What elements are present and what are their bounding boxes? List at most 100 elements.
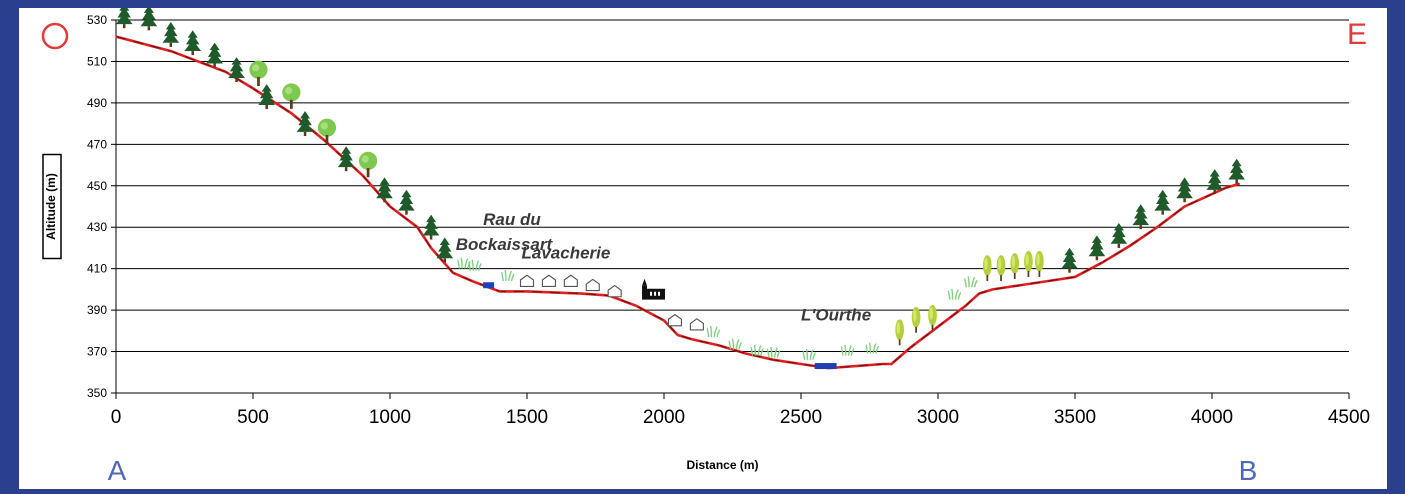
profile-point [1019, 284, 1021, 286]
profile-point [362, 174, 364, 177]
y-tick-label: 430 [87, 220, 107, 234]
y-axis-title: Altitude (m) [44, 173, 58, 240]
profile-point [1238, 183, 1240, 185]
conifer-icon [1088, 235, 1106, 261]
profile-point [855, 365, 857, 367]
house-icon [667, 314, 683, 327]
conifer-icon [258, 84, 276, 110]
house-icon [689, 318, 704, 331]
profile-point [526, 290, 528, 293]
profile-point [1184, 205, 1186, 208]
x-tick-label: 0 [111, 407, 122, 428]
deciduous-tree-icon [317, 118, 337, 145]
grass-icon [802, 348, 816, 360]
house-icon [563, 274, 578, 287]
conifer-icon [1132, 204, 1150, 230]
house-icon [607, 285, 622, 298]
x-tick-label: 3500 [1054, 407, 1096, 428]
profile-point [499, 290, 501, 293]
y-tick-label: 490 [87, 96, 107, 110]
profile-point [452, 272, 454, 274]
poplar-icon [996, 255, 1006, 282]
profile-point [800, 363, 802, 365]
conifer-icon [206, 42, 223, 68]
grid-layer [116, 19, 1349, 394]
conifer-icon [1228, 158, 1245, 184]
corner-label-top-left [41, 22, 69, 50]
y-tick-label: 410 [87, 262, 107, 276]
profile-point [745, 353, 747, 355]
conifer-icon [1176, 177, 1193, 203]
profile-point [890, 363, 893, 365]
marker-layer [115, 8, 1245, 370]
conifer-icon [140, 8, 158, 31]
conifer-icon [1110, 222, 1128, 248]
annotation-label: Bockaissart [456, 235, 554, 254]
conifer-icon [184, 30, 202, 56]
poplar-icon [1024, 250, 1033, 277]
profile-point [471, 280, 473, 282]
profile-point [290, 112, 292, 114]
profile-point [416, 226, 418, 228]
conifer-icon [228, 57, 245, 83]
annotation-label: Rau du [483, 210, 541, 229]
grass-icon [706, 326, 720, 338]
poplar-icon [1035, 250, 1044, 277]
y-tick-label: 530 [87, 13, 107, 27]
profile-point [992, 288, 994, 290]
river-marker [483, 282, 495, 289]
poplar-icon [982, 255, 992, 282]
profile-point [636, 305, 638, 307]
x-tick-label: 3000 [917, 407, 959, 428]
conifer-icon [337, 146, 355, 172]
y-tick-label: 350 [87, 386, 107, 400]
poplar-icon [1010, 253, 1020, 280]
deciduous-tree-icon [282, 83, 301, 109]
profile-point [964, 305, 967, 307]
y-tick-label: 510 [87, 54, 107, 68]
profile-point [252, 87, 254, 89]
grass-icon [501, 270, 515, 282]
poplar-icon [911, 306, 921, 333]
profile-point [882, 363, 884, 365]
poplar-icon [895, 319, 904, 346]
profile-layer [115, 35, 1240, 370]
x-tick-label: 500 [237, 407, 269, 428]
x-tick-label: 1500 [506, 407, 548, 428]
x-axis-title: Distance (m) [686, 458, 758, 472]
profile-point [1129, 245, 1131, 247]
grass-icon [841, 344, 855, 356]
profile-point [170, 50, 172, 52]
profile-point [978, 292, 980, 295]
conifer-icon [115, 8, 133, 29]
deciduous-tree-icon [249, 60, 268, 87]
profile-point [1074, 276, 1076, 278]
conifer-icon [162, 21, 180, 47]
grass-icon [964, 276, 978, 288]
grass-icon [947, 288, 961, 300]
corner-label-bottom-right: B [1239, 455, 1258, 486]
grass-icon [728, 338, 742, 350]
y-tick-label: 450 [87, 179, 107, 193]
y-tick-label: 390 [87, 303, 107, 317]
y-tick-label: 370 [87, 345, 107, 359]
profile-point [225, 71, 227, 73]
river-marker [814, 363, 837, 370]
conifer-icon [1154, 189, 1172, 215]
y-tick-label: 470 [87, 137, 107, 151]
x-tick-label: 4500 [1328, 407, 1370, 428]
profile-point [430, 247, 432, 249]
profile-point [1101, 261, 1103, 264]
profile-point [690, 338, 693, 340]
house-icon [541, 274, 556, 287]
profile-point [581, 292, 583, 295]
x-tick-label: 4000 [1191, 407, 1233, 428]
annotation-label: L'Ourthe [801, 305, 871, 324]
profile-point [323, 139, 325, 141]
profile-point [910, 346, 912, 349]
corner-label-bottom-left: A [108, 455, 127, 486]
profile-point [773, 359, 775, 361]
conifer-icon [376, 177, 393, 203]
